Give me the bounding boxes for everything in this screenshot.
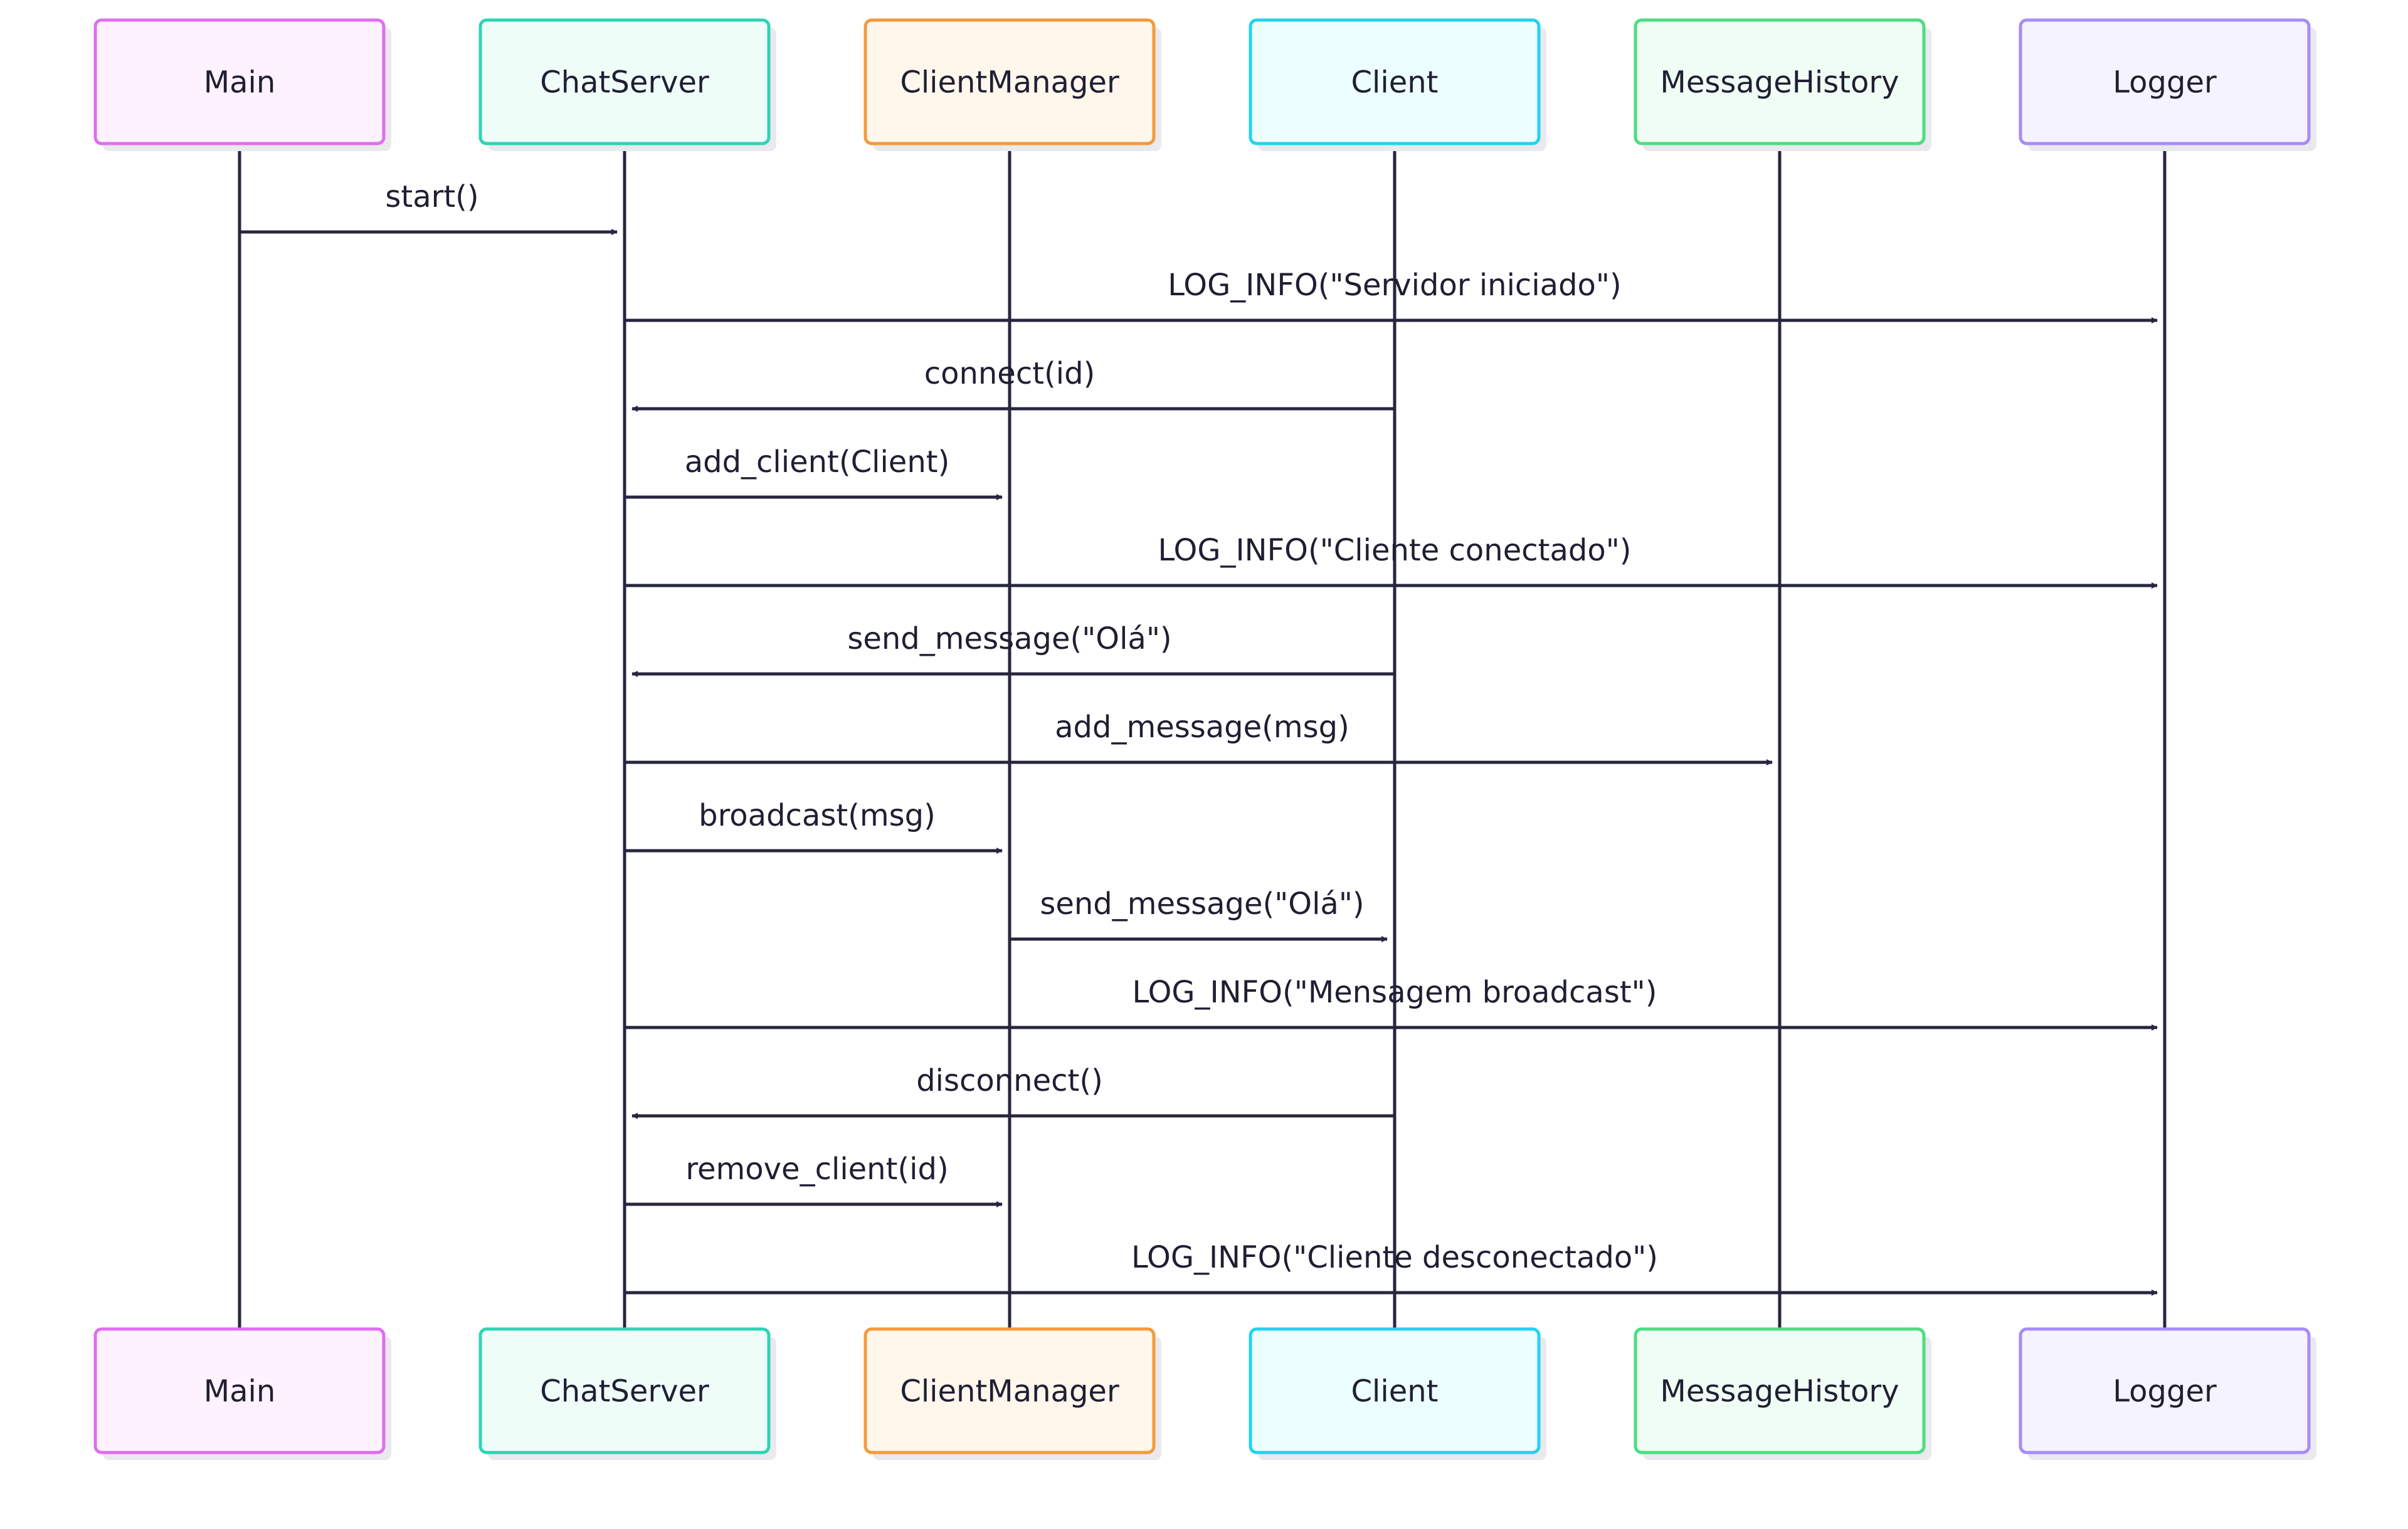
message-label-13: LOG_INFO("Cliente desconectado"): [1131, 1240, 1658, 1275]
participant-label: MessageHistory: [1660, 65, 1899, 100]
participant-label: Client: [1351, 65, 1439, 100]
message-label-2: LOG_INFO("Servidor iniciado"): [1168, 268, 1621, 303]
participant-logger-top: Logger: [2019, 18, 2316, 151]
participant-box: [1249, 1327, 1541, 1454]
lifelines: [238, 144, 2167, 1329]
participant-box: [863, 1327, 1156, 1454]
participant-main-top: Main: [93, 18, 391, 151]
participant-box: [1634, 1327, 1926, 1454]
message-label-7: add_message(msg): [1055, 710, 1349, 745]
participant-box: [2019, 1327, 2311, 1454]
message-label-8: broadcast(msg): [699, 798, 936, 833]
participant-label: ChatServer: [540, 1374, 709, 1409]
participant-label: Logger: [2113, 65, 2217, 100]
message-label-11: disconnect(): [916, 1063, 1103, 1098]
message-label-5: LOG_INFO("Cliente conectado"): [1158, 533, 1632, 568]
message-label-9: send_message("Olá"): [1040, 886, 1364, 922]
participant-label: Main: [204, 1374, 276, 1409]
participant-label: ChatServer: [540, 65, 709, 100]
participant-main-bottom: Main: [93, 1327, 391, 1460]
participant-box: [863, 18, 1156, 145]
participant-label: ClientManager: [900, 65, 1119, 100]
participant-label: Main: [204, 65, 276, 100]
participant-clientmanager-bottom: ClientManager: [863, 1327, 1161, 1460]
participant-clientmanager-top: ClientManager: [863, 18, 1161, 151]
participant-box: [478, 18, 771, 145]
message-label-6: send_message("Olá"): [847, 621, 1171, 656]
participant-messagehistory-top: MessageHistory: [1634, 18, 1931, 151]
participant-label: MessageHistory: [1660, 1374, 1899, 1409]
participant-client-top: Client: [1249, 18, 1546, 151]
participant-chatserver-bottom: ChatServer: [478, 1327, 776, 1460]
participant-box: [93, 18, 386, 145]
message-label-4: add_client(Client): [685, 444, 950, 480]
participant-box: [478, 1327, 771, 1454]
participant-box: [1634, 18, 1926, 145]
participant-messagehistory-bottom: MessageHistory: [1634, 1327, 1931, 1460]
messages: start() LOG_INFO("Servidor iniciado") conn…: [240, 179, 2158, 1296]
participant-client-bottom: Client: [1249, 1327, 1546, 1460]
participant-label: Logger: [2113, 1374, 2217, 1409]
participant-box: [2019, 18, 2311, 145]
participant-chatserver-top: ChatServer: [478, 18, 776, 151]
participant-box: [1249, 18, 1541, 145]
participant-logger-bottom: Logger: [2019, 1327, 2316, 1460]
message-label-12: remove_client(id): [685, 1152, 948, 1187]
message-label-3: connect(id): [924, 356, 1096, 391]
participant-label: Client: [1351, 1374, 1439, 1409]
participant-label: ClientManager: [900, 1374, 1119, 1409]
message-label-1: start(): [385, 179, 478, 214]
message-label-10: LOG_INFO("Mensagem broadcast"): [1133, 975, 1657, 1010]
participant-box: [93, 1327, 386, 1454]
